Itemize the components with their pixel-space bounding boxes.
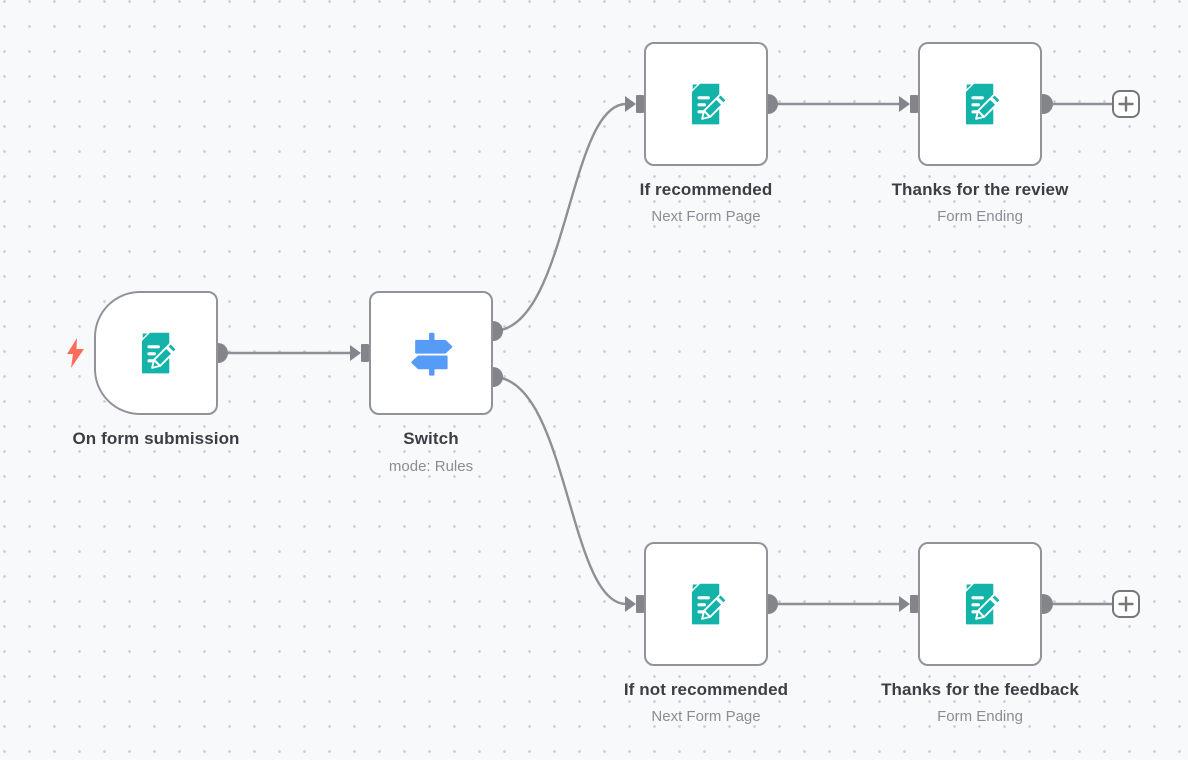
add-node-button[interactable] <box>1112 590 1140 618</box>
node-switch[interactable] <box>369 291 493 415</box>
form-pencil-icon <box>141 332 178 374</box>
node-if-not-recommended[interactable] <box>644 542 768 666</box>
lightning-icon <box>67 338 84 368</box>
input-port-if-not-recommended <box>625 595 644 613</box>
plus-icon <box>1118 96 1134 112</box>
connection-switch-to-if-recommended[interactable] <box>492 102 627 333</box>
node-on-form-submission[interactable] <box>94 291 218 415</box>
input-port-if-recommended <box>625 95 644 113</box>
input-port-thanks-feedback <box>899 595 918 613</box>
signpost-icon <box>411 332 453 376</box>
form-pencil-icon <box>691 83 728 125</box>
input-port-thanks-review <box>899 95 918 113</box>
plus-icon <box>1118 596 1134 612</box>
input-port-switch <box>350 344 369 362</box>
form-pencil-icon <box>691 583 728 625</box>
add-node-button[interactable] <box>1112 90 1140 118</box>
connection-switch-to-if-not-recommended[interactable] <box>492 375 627 606</box>
node-thanks-for-the-feedback[interactable] <box>918 542 1042 666</box>
node-thanks-for-the-review[interactable] <box>918 42 1042 166</box>
node-if-recommended[interactable] <box>644 42 768 166</box>
form-pencil-icon <box>965 583 1002 625</box>
form-pencil-icon <box>965 83 1002 125</box>
